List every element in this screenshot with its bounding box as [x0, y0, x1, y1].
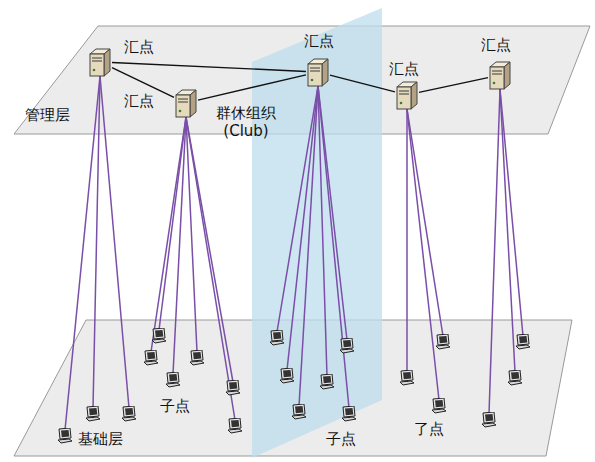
sink-link	[419, 78, 488, 93]
layer-label: 子点	[160, 397, 190, 415]
sink-server: 汇点	[88, 47, 112, 77]
group-label: 群休组织 (Club)	[214, 104, 278, 140]
layer-label: 了点	[414, 420, 444, 438]
sink-server: 汇点	[488, 60, 512, 90]
layer-label: 基础层	[78, 430, 123, 448]
server-icon	[88, 47, 112, 77]
server-icon	[488, 60, 512, 90]
sink-link	[198, 75, 306, 100]
access-lines	[65, 76, 523, 430]
server-icon	[306, 57, 330, 87]
sink-label: 汇点	[481, 36, 511, 54]
layer-label: 子点	[326, 430, 356, 448]
sink-label: 汇点	[389, 60, 419, 78]
sink-label: 汇点	[304, 32, 334, 50]
sink-server: 汇点	[306, 57, 330, 87]
server-icon	[174, 88, 198, 118]
terminal-icons	[58, 328, 530, 443]
club-band	[252, 8, 382, 458]
server-icon	[395, 80, 419, 110]
sink-server: 汇点	[174, 88, 198, 118]
sink-server: 汇点	[395, 80, 419, 110]
sink-label: 汇点	[124, 92, 154, 110]
sink-link	[112, 63, 306, 72]
layer-label: 管理层	[25, 106, 70, 124]
sink-link	[330, 75, 395, 92]
sink-label: 汇点	[124, 38, 154, 56]
